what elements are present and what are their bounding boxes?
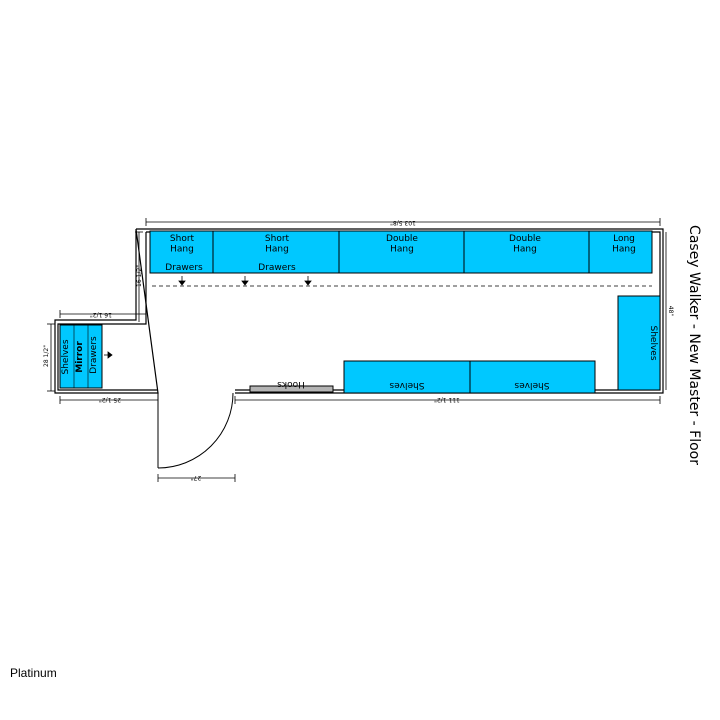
hooks-label: Hooks [277,379,305,389]
dim-bottom-left: 25 1/2" [99,396,121,403]
drawers-label-2: Drawers [258,263,296,273]
dimension-lines [47,218,667,482]
dim-bottom-right: 111 1/2" [434,396,460,403]
long-hang-unit [588,230,653,274]
right-shelves-label: Shelves [648,325,658,360]
bottom-shelves-unit-2 [469,360,596,394]
dim-step-width: 16 1/2" [90,311,112,318]
left-shelves-label: Shelves [61,339,71,374]
dim-door-width: 27" [191,474,202,481]
double-hang-unit-1 [338,230,465,274]
bottom-shelves-label-1: Shelves [389,380,424,390]
left-unit [59,324,103,389]
dim-left-height: 28 1/2" [43,345,50,367]
short-hang-unit-1 [149,230,214,274]
page-title: Casey Walker - New Master - Floor [686,225,702,465]
left-drawers-label: Drawers [89,336,99,374]
left-mirror-label: Mirror [75,341,85,373]
drawers-label-1: Drawers [165,263,203,273]
door-swing [157,392,234,469]
left-drawer-arrow [104,351,113,359]
drawer-arrows [178,276,312,286]
hooks-bar [249,385,334,393]
bottom-shelves-unit-1 [343,360,471,394]
dim-top-width: 103 5/8" [390,219,416,226]
footer-label: Platinum [10,666,57,680]
double-hang-unit-2 [463,230,590,274]
right-shelves-unit [617,295,661,391]
dim-right-height: 48" [667,306,674,317]
bottom-shelves-label-2: Shelves [514,380,549,390]
dim-left-upper-height: 16 1/2" [136,265,143,287]
short-hang-unit-2 [212,230,340,274]
